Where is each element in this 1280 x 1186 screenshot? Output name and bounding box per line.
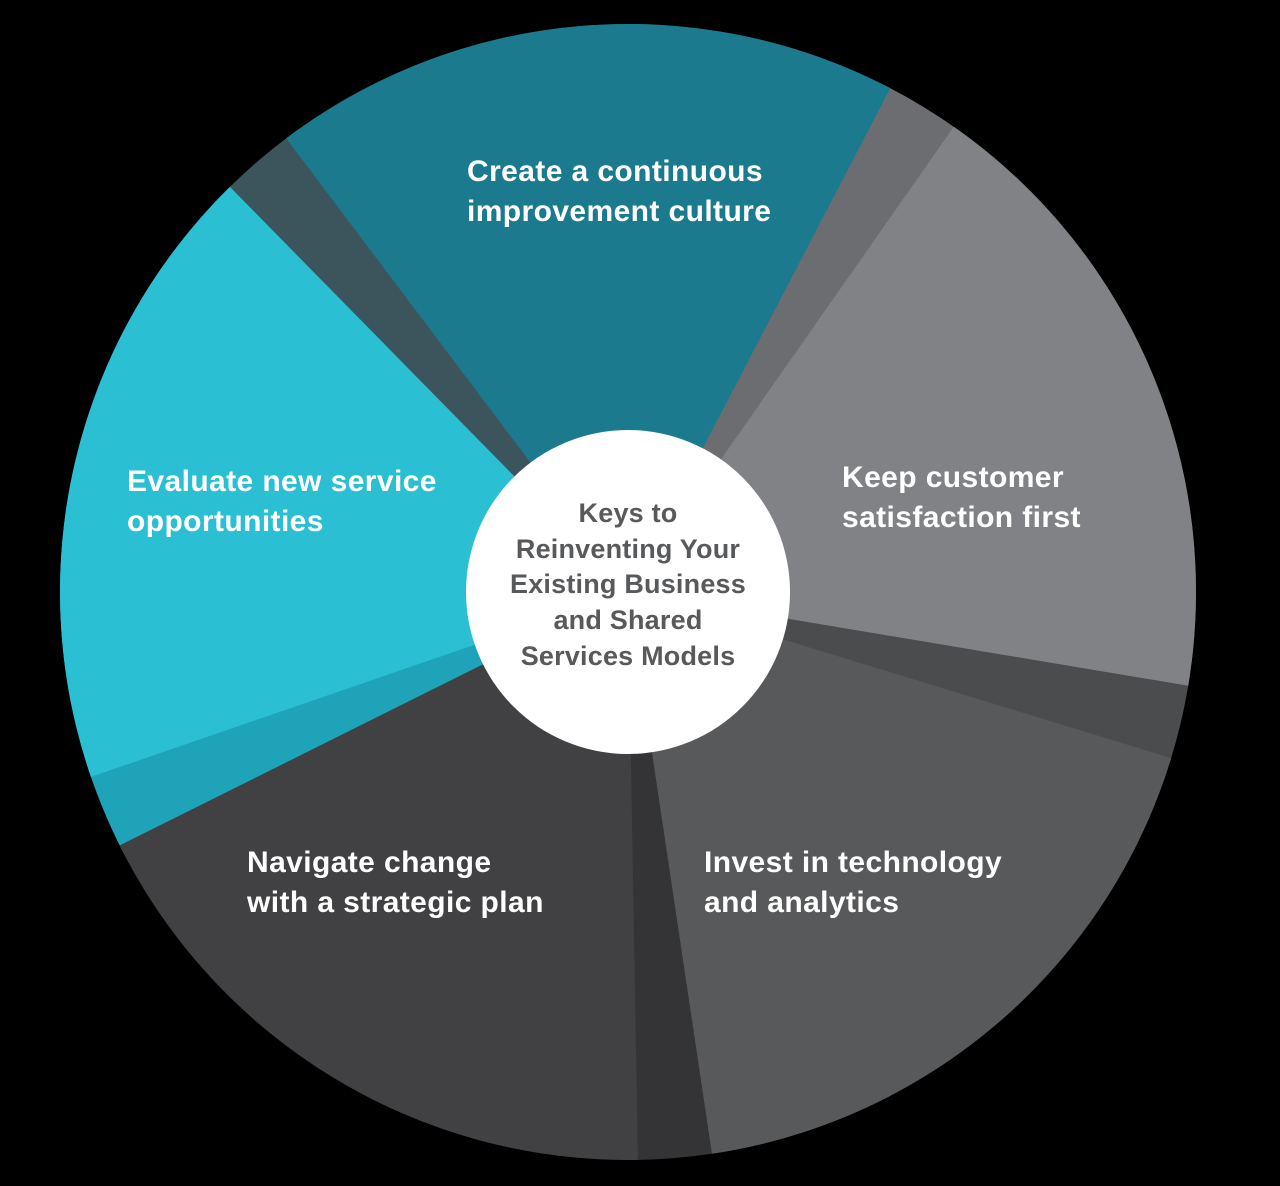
slice-label-keep-customer-satisfaction: Keep customer satisfaction first [842, 461, 1081, 534]
slice-3 [119, 592, 638, 1160]
slice-label-evaluate-new-service-opportunities: Evaluate new service opportunities [127, 465, 437, 538]
slice-2 [628, 592, 1172, 1154]
slice-label-create-continuous-improvement: Create a continuous improvement culture [467, 155, 772, 228]
slice-label-invest-technology-analytics: Invest in technology and analytics [704, 846, 1003, 919]
center-circle [466, 430, 790, 754]
center-title: Keys to Reinventing Your Existing Busine… [510, 497, 746, 671]
slice-label-navigate-change-strategic-plan: Navigate change with a strategic plan [247, 846, 544, 919]
slice-0 [286, 24, 891, 593]
